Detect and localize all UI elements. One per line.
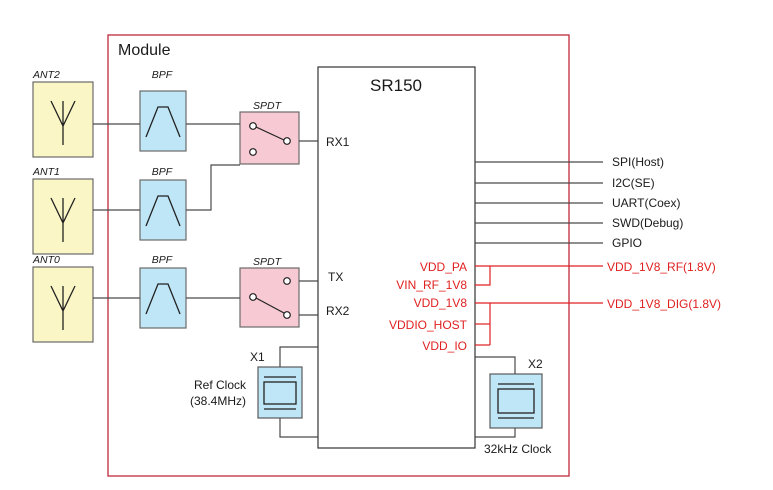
switch-icon [249,122,291,156]
interface-spi: SPI(Host) [612,155,664,169]
bpf-label: BPF [152,254,173,266]
interface-gpio: GPIO [612,236,642,250]
pin-rx1: RX1 [326,135,350,149]
antenna-label: ANT0 [32,254,60,266]
spdt-label: SPDT [253,256,283,268]
ref-clock-freq: (38.4MHz) [190,394,246,408]
power-pin-vdd-1v8: VDD_1V8 [414,296,468,310]
module-label: Module [118,42,171,59]
32khz-clock-label: 32kHz Clock [484,442,552,456]
bpf-2: BPF [139,166,187,241]
ref-clock-label: Ref Clock [194,378,247,392]
spdt-label: SPDT [253,100,283,112]
crystal-icon [497,383,535,419]
power-wiring [475,265,603,346]
power-pin-vdd-io: VDD_IO [422,339,467,353]
antenna-icon [50,197,76,242]
bandpass-icon [145,283,181,315]
interface-swd: SWD(Debug) [612,216,683,230]
bpf-1: BPF [139,69,187,152]
crystal-x1: X1 Ref Clock (38.4MHz) [190,346,318,438]
sr150-chip [317,66,476,449]
antenna-icon [50,100,76,145]
crystal-id: X1 [250,350,265,364]
spdt-rx1: SPDT [239,100,300,165]
antenna-icon [50,285,76,330]
crystal-id: X2 [528,357,543,371]
antenna-label: ANT2 [32,69,60,81]
antenna-label: ANT1 [32,166,60,178]
bpf-label: BPF [152,69,173,81]
bandpass-icon [145,106,181,138]
crystal-icon [263,376,297,410]
power-pin-vin-rf-1v8: VIN_RF_1V8 [396,278,467,292]
rail-vdd-1v8-rf: VDD_1V8_RF(1.8V) [607,260,716,274]
chip-name: SR150 [370,76,422,95]
power-pin-vddio-host: VDDIO_HOST [389,318,468,332]
bandpass-icon [145,195,181,227]
crystal-x2: X2 32kHz Clock [475,356,552,456]
antenna-ant2: ANT2 [32,69,94,158]
bpf-label: BPF [152,166,173,178]
bpf-3: BPF [139,254,187,329]
antenna-ant1: ANT1 [32,166,94,255]
rf-wiring [93,123,318,316]
switch-icon [249,277,291,319]
rail-vdd-1v8-dig: VDD_1V8_DIG(1.8V) [607,297,721,311]
antenna-ant0: ANT0 [32,254,94,343]
interface-wiring [475,161,603,244]
pin-rx2: RX2 [326,304,350,318]
interface-i2c: I2C(SE) [612,176,655,190]
module-boundary [107,34,570,477]
interface-uart: UART(Coex) [612,196,680,210]
power-pin-vdd-pa: VDD_PA [420,260,467,274]
pin-tx: TX [328,270,343,284]
spdt-tx-rx2: SPDT [239,256,300,328]
